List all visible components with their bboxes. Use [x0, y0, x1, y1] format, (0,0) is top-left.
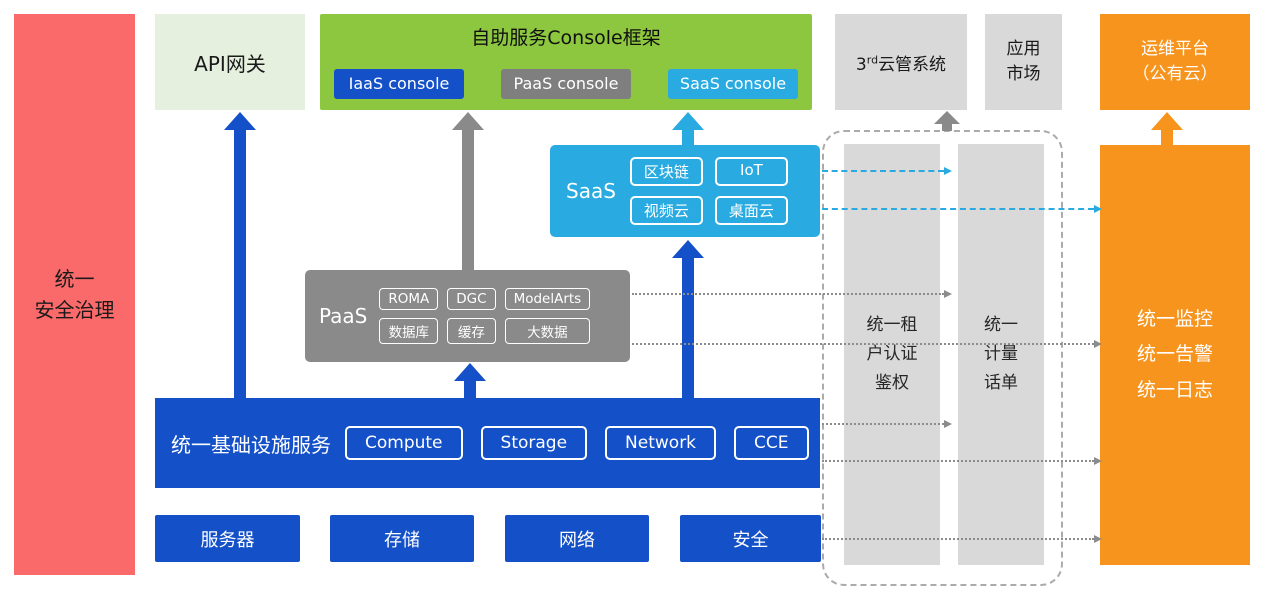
- arrow-infra-to-saas: [672, 240, 704, 398]
- paas-service-roma: ROMA: [379, 288, 439, 310]
- saas-service-video-cloud: 视频云: [629, 196, 703, 225]
- infra-service-storage: Storage: [480, 426, 588, 460]
- console-frame-title: 自助服务Console框架: [471, 27, 661, 49]
- saas-service-blockchain: 区块链: [629, 157, 703, 186]
- unified-monitor-alarm-log-box: 统一监控 统一告警 统一日志: [1100, 145, 1250, 565]
- unified-tenant-auth-bar: 统一租 户认证 鉴权: [844, 144, 940, 565]
- arrow-auth-to-third-party: [934, 111, 960, 131]
- hardware-tile-storage: 存储: [330, 515, 474, 562]
- infra-service-compute: Compute: [345, 426, 463, 460]
- app-market-label: 应用 市场: [1006, 38, 1041, 85]
- unified-infrastructure-bar: 统一基础设施服务 Compute Storage Network CCE: [155, 398, 820, 488]
- paas-service-bigdata: 大数据: [504, 318, 591, 344]
- arrow-infra-to-api-gateway: [224, 112, 256, 398]
- saas-service-iot: IoT: [714, 157, 788, 186]
- iaas-console-button: IaaS console: [334, 69, 464, 99]
- unified-security-governance-bar: 统一 安全治理: [14, 14, 135, 575]
- infrastructure-services: Compute Storage Network CCE: [345, 426, 809, 460]
- paas-service-cache: 缓存: [447, 318, 496, 344]
- ops-platform-label: 运维平台 （公有云）: [1132, 38, 1218, 85]
- arrow-monitor-to-ops: [1151, 112, 1183, 145]
- console-buttons-row: IaaS console PaaS console SaaS console: [334, 69, 798, 99]
- tenant-auth-label: 统一租 户认证 鉴权: [866, 315, 918, 393]
- paas-layer-box: PaaS ROMA DGC ModelArts 数据库 缓存 大数据: [305, 270, 630, 362]
- hardware-tile-network: 网络: [505, 515, 649, 562]
- connector-paas-to-auth: [632, 290, 952, 298]
- arrow-infra-to-paas: [454, 363, 486, 398]
- api-gateway-label: API网关: [194, 51, 266, 76]
- saas-service-desktop-cloud: 桌面云: [714, 196, 788, 225]
- connector-infra-to-auth: [822, 420, 952, 428]
- third-party-cloud-mgmt-box: 3rd云管系统: [835, 14, 967, 110]
- connector-saas-to-auth: [822, 167, 952, 175]
- paas-services-grid: ROMA DGC ModelArts 数据库 缓存 大数据: [379, 288, 591, 344]
- tenant-services-dashed-frame: [822, 130, 1063, 586]
- ops-platform-public-cloud-box: 运维平台 （公有云）: [1100, 14, 1250, 110]
- api-gateway-box: API网关: [155, 14, 305, 110]
- saas-console-button: SaaS console: [668, 69, 798, 99]
- connector-saas-to-monitor: [822, 205, 1102, 213]
- app-market-box: 应用 市场: [985, 14, 1062, 110]
- monitor-alarm-log-label: 统一监控 统一告警 统一日志: [1136, 308, 1213, 401]
- hardware-tile-security: 安全: [680, 515, 821, 562]
- saas-layer-label: SaaS: [566, 179, 616, 203]
- paas-service-database: 数据库: [379, 318, 439, 344]
- paas-service-dgc: DGC: [447, 288, 496, 310]
- saas-services-grid: 区块链 IoT 视频云 桌面云: [629, 157, 788, 225]
- metering-billing-label: 统一 计量 话单: [984, 315, 1018, 393]
- arrow-paas-to-console: [452, 112, 484, 270]
- infra-service-cce: CCE: [734, 426, 809, 460]
- connector-infra-to-monitor: [822, 457, 1102, 465]
- self-service-console-frame: 自助服务Console框架 IaaS console PaaS console …: [320, 14, 812, 110]
- infra-service-network: Network: [605, 426, 717, 460]
- security-bar-label: 统一 安全治理: [34, 266, 115, 322]
- arrow-saas-to-console: [672, 112, 704, 145]
- infrastructure-label: 统一基础设施服务: [171, 432, 331, 457]
- connector-paas-to-monitor: [632, 340, 1102, 348]
- paas-console-button: PaaS console: [501, 69, 631, 99]
- unified-metering-billing-bar: 统一 计量 话单: [958, 144, 1044, 565]
- connector-security-tile-to-monitor: [822, 535, 1102, 543]
- third-party-cloud-mgmt-label: 3rd云管系统: [855, 52, 947, 75]
- paas-layer-label: PaaS: [319, 304, 368, 328]
- paas-service-modelarts: ModelArts: [504, 288, 591, 310]
- hardware-tile-server: 服务器: [155, 515, 300, 562]
- saas-layer-box: SaaS 区块链 IoT 视频云 桌面云: [550, 145, 820, 237]
